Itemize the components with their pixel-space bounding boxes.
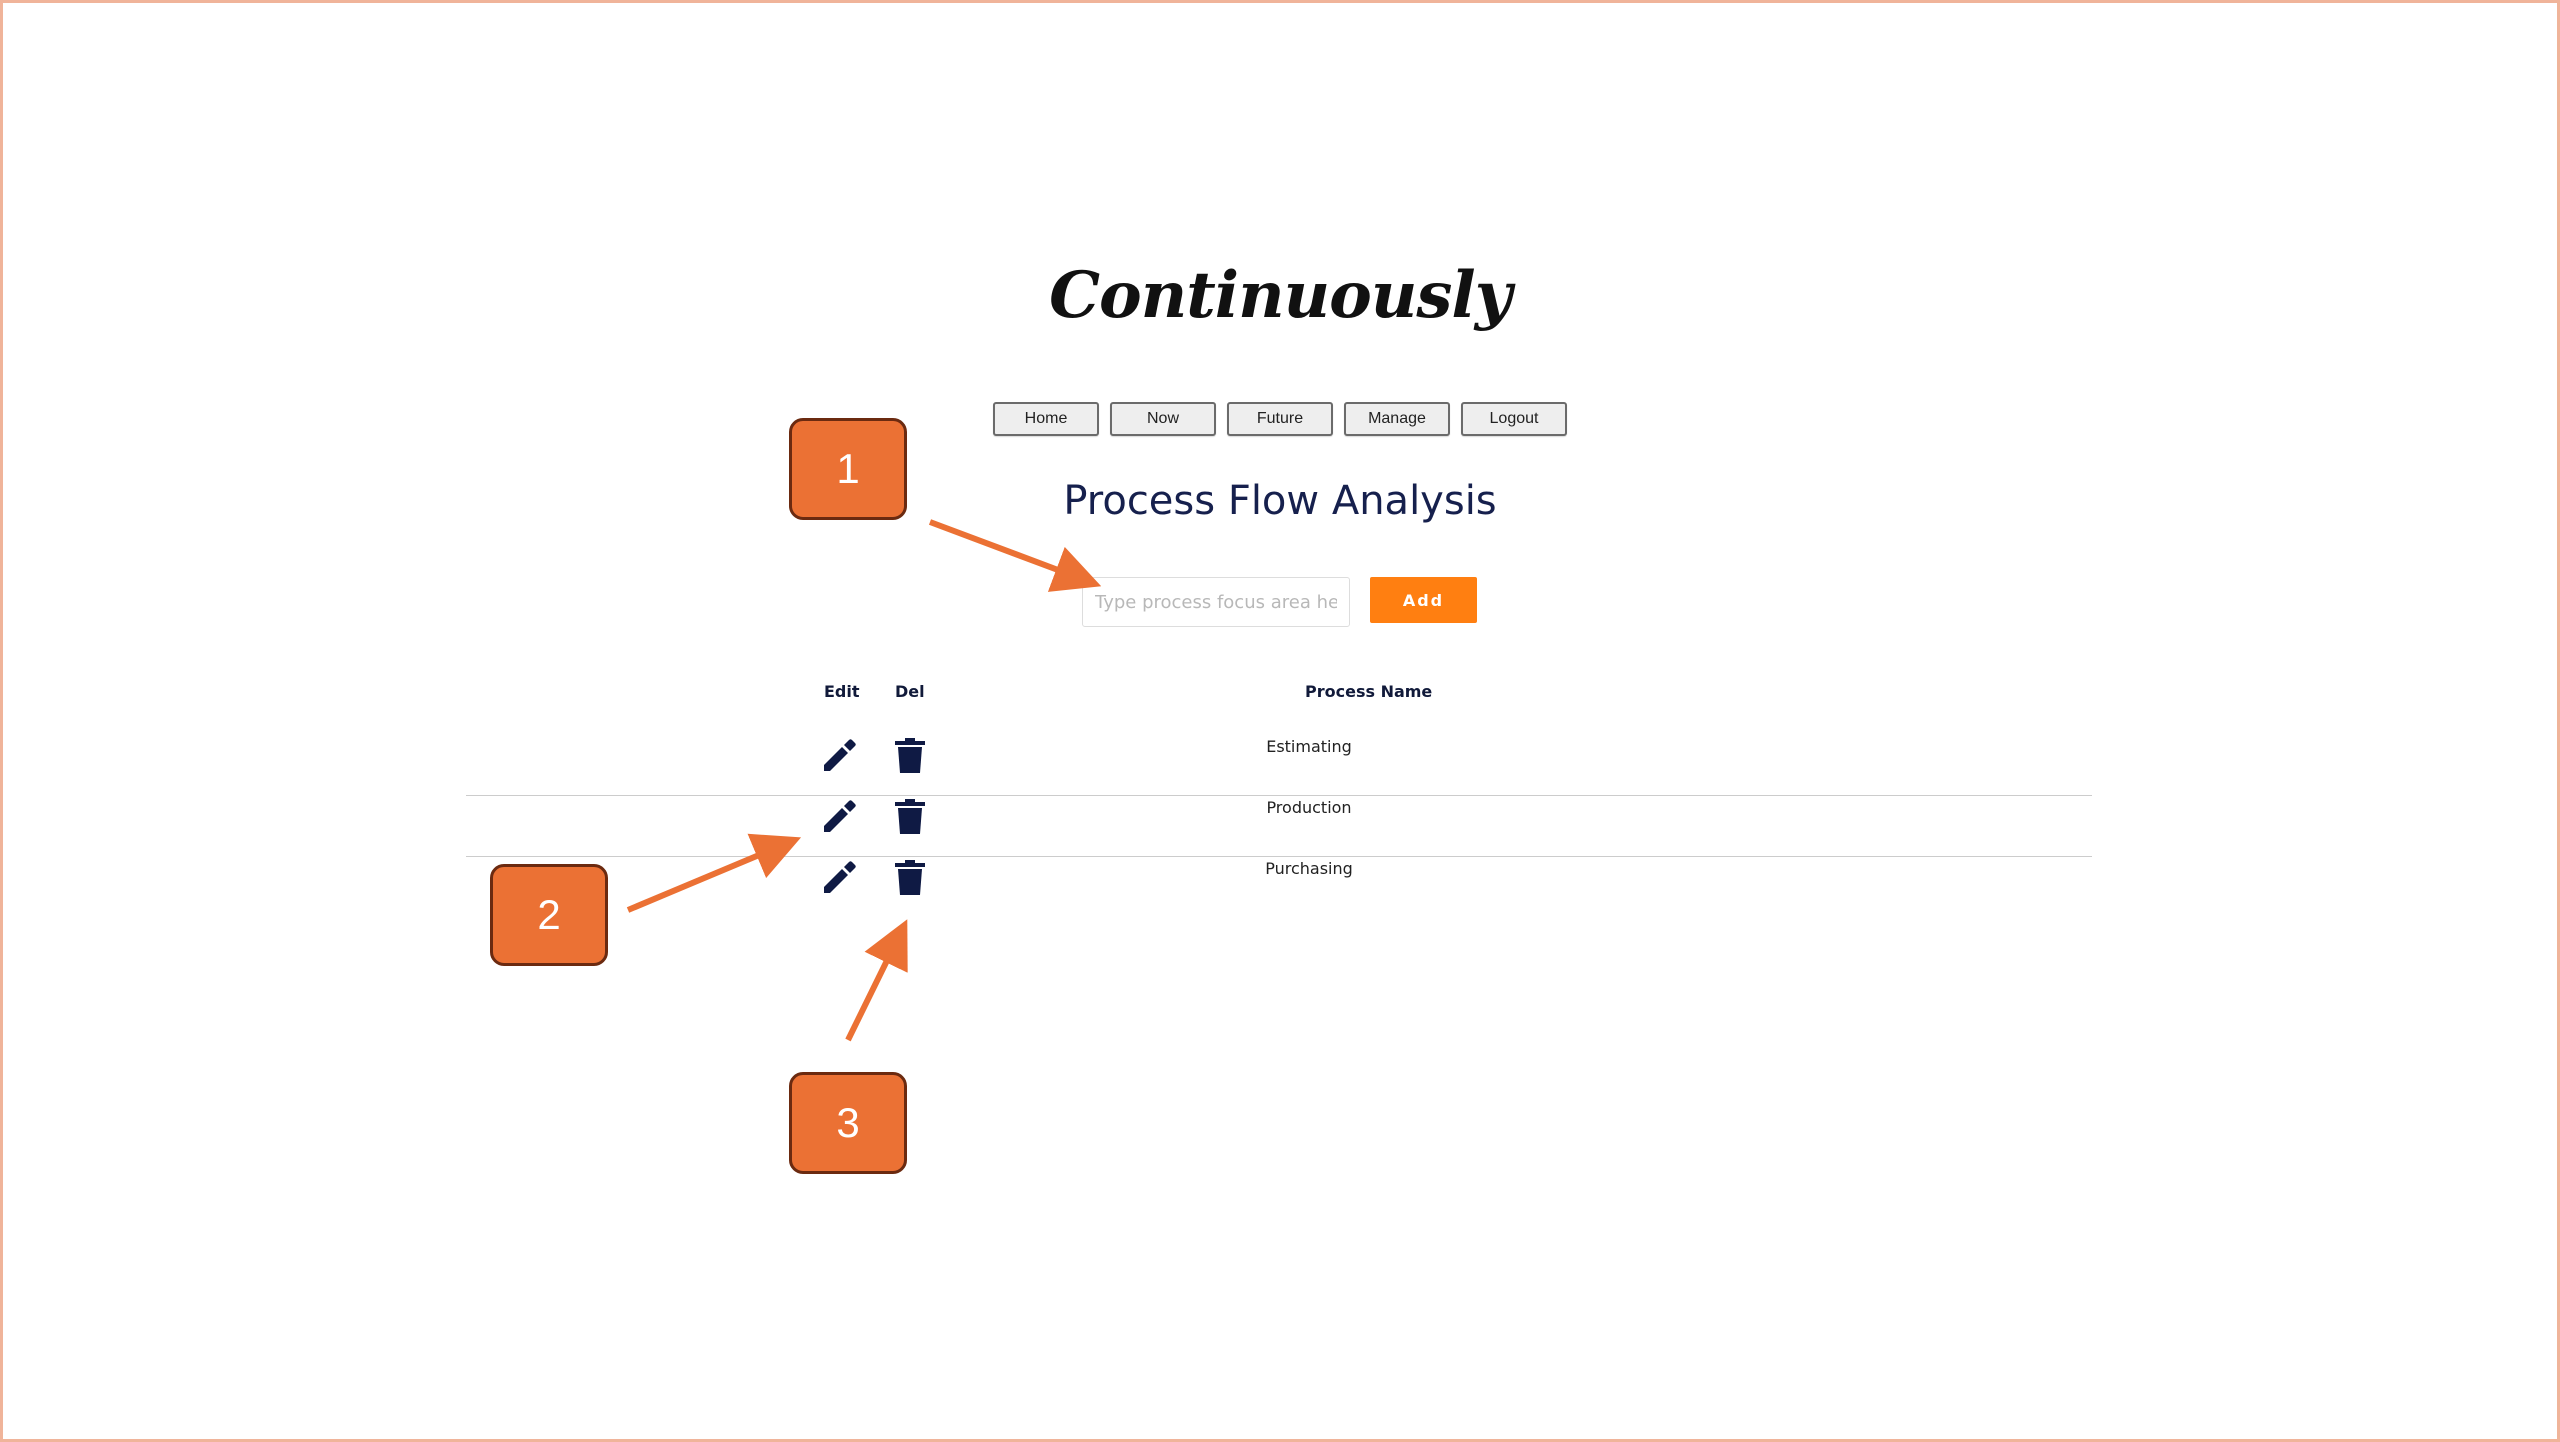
nav-manage-button[interactable]: Manage xyxy=(1344,402,1450,436)
pencil-icon[interactable] xyxy=(820,796,860,836)
app-logo: Continuously xyxy=(1049,258,1512,333)
nav-home-button[interactable]: Home xyxy=(993,402,1099,436)
table-row: Production xyxy=(466,796,2092,857)
process-name: Production xyxy=(1266,798,1352,817)
column-header-process-name: Process Name xyxy=(1305,682,1433,701)
add-process-button[interactable]: Add xyxy=(1370,577,1477,623)
callout-badge-1: 1 xyxy=(789,418,907,520)
nav-now-button[interactable]: Now xyxy=(1110,402,1216,436)
pencil-icon[interactable] xyxy=(820,735,860,775)
main-nav: Home Now Future Manage Logout xyxy=(0,402,2560,436)
nav-future-button[interactable]: Future xyxy=(1227,402,1333,436)
callout-badge-2: 2 xyxy=(490,864,608,966)
pencil-icon[interactable] xyxy=(820,857,860,897)
process-focus-input[interactable] xyxy=(1082,577,1350,627)
process-name: Estimating xyxy=(1266,737,1352,756)
callout-badge-3: 3 xyxy=(789,1072,907,1174)
table-row: Purchasing xyxy=(466,857,2092,917)
column-header-del: Del xyxy=(895,682,925,701)
trash-icon[interactable] xyxy=(892,796,928,836)
nav-logout-button[interactable]: Logout xyxy=(1461,402,1567,436)
page-title: Process Flow Analysis xyxy=(1063,478,1497,524)
table-row: Estimating xyxy=(466,735,2092,796)
trash-icon[interactable] xyxy=(892,735,928,775)
trash-icon[interactable] xyxy=(892,857,928,897)
process-name: Purchasing xyxy=(1265,859,1353,878)
column-header-edit: Edit xyxy=(824,682,860,701)
